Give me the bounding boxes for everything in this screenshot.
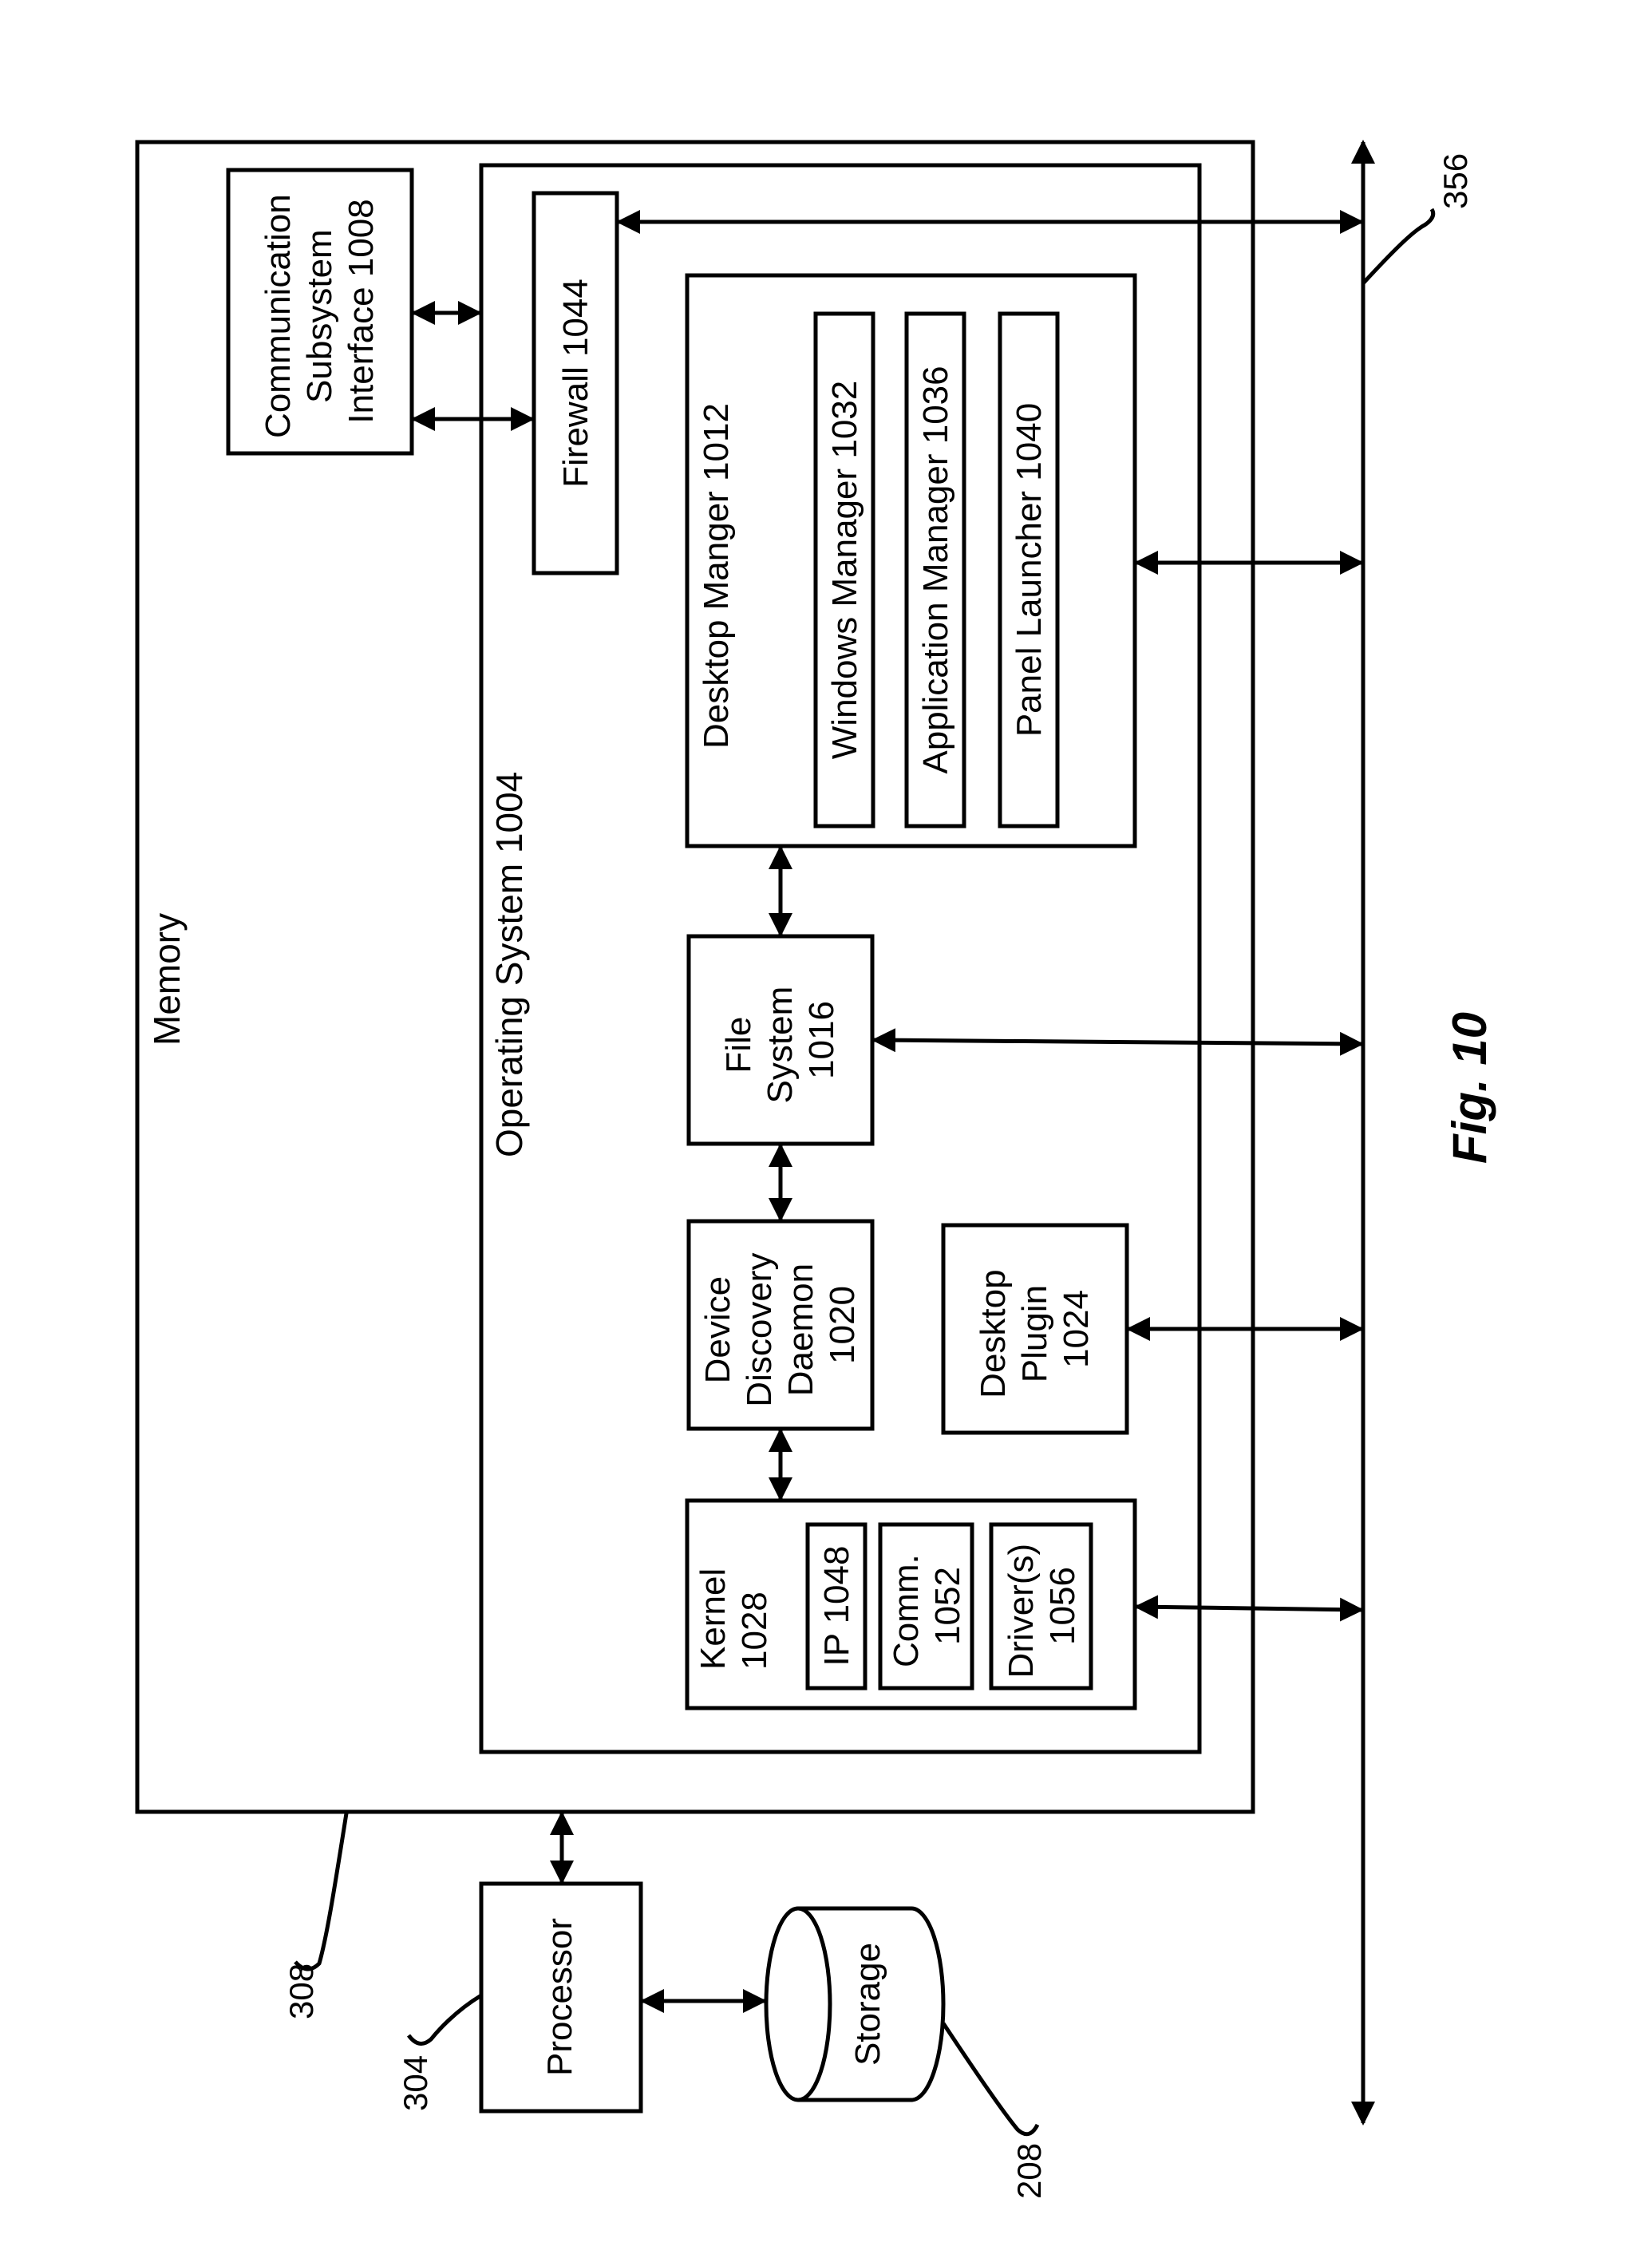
communication-subsystem-label: Communication Subsystem Interface 1008: [259, 184, 381, 438]
figure-caption: Fig. 10: [1443, 1012, 1496, 1164]
operating-system-label: Operating System 1004: [488, 772, 530, 1157]
leader-304: [409, 1995, 481, 2043]
leader-308: [295, 1813, 346, 1969]
desktop-manager-label: Desktop Manger 1012: [697, 403, 736, 749]
windows-manager-label: Windows Manager 1032: [825, 381, 864, 759]
application-manager-label: Application Manager 1036: [916, 366, 955, 773]
ip-label: IP 1048: [817, 1546, 856, 1667]
ref-304: 304: [397, 2055, 434, 2111]
ref-356: 356: [1437, 153, 1474, 209]
panel-launcher-label: Panel Launcher 1040: [1010, 403, 1049, 737]
ref-308: 308: [283, 1963, 320, 2019]
leader-208: [943, 2023, 1037, 2134]
ref-208: 208: [1010, 2143, 1048, 2199]
firewall-label: Firewall 1044: [556, 279, 595, 488]
memory-label: Memory: [146, 913, 188, 1046]
leader-356: [1363, 209, 1433, 283]
processor-label: Processor: [540, 1918, 579, 2076]
storage-label: Storage: [848, 1943, 887, 2066]
